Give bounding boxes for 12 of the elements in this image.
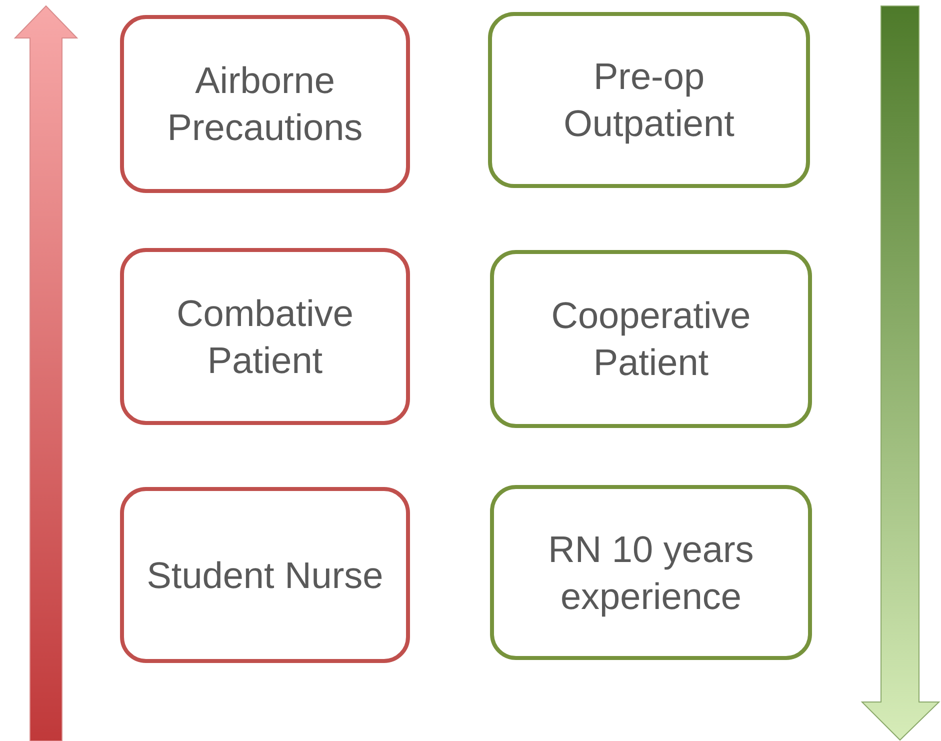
box-label: Cooperative Patient — [550, 294, 752, 385]
box-label: Student Nurse — [146, 554, 384, 598]
box-label: Combative Patient — [176, 292, 354, 382]
rounded-box — [120, 487, 410, 663]
box-label: Airborne Precautions — [166, 59, 364, 150]
rounded-box — [488, 12, 810, 188]
rounded-box — [490, 250, 812, 428]
rounded-box — [120, 15, 410, 193]
box-label: RN 10 years experience — [547, 528, 755, 619]
rounded-box — [490, 485, 812, 660]
rounded-box — [120, 248, 410, 425]
box-label: Pre-op Outpatient — [562, 55, 736, 146]
